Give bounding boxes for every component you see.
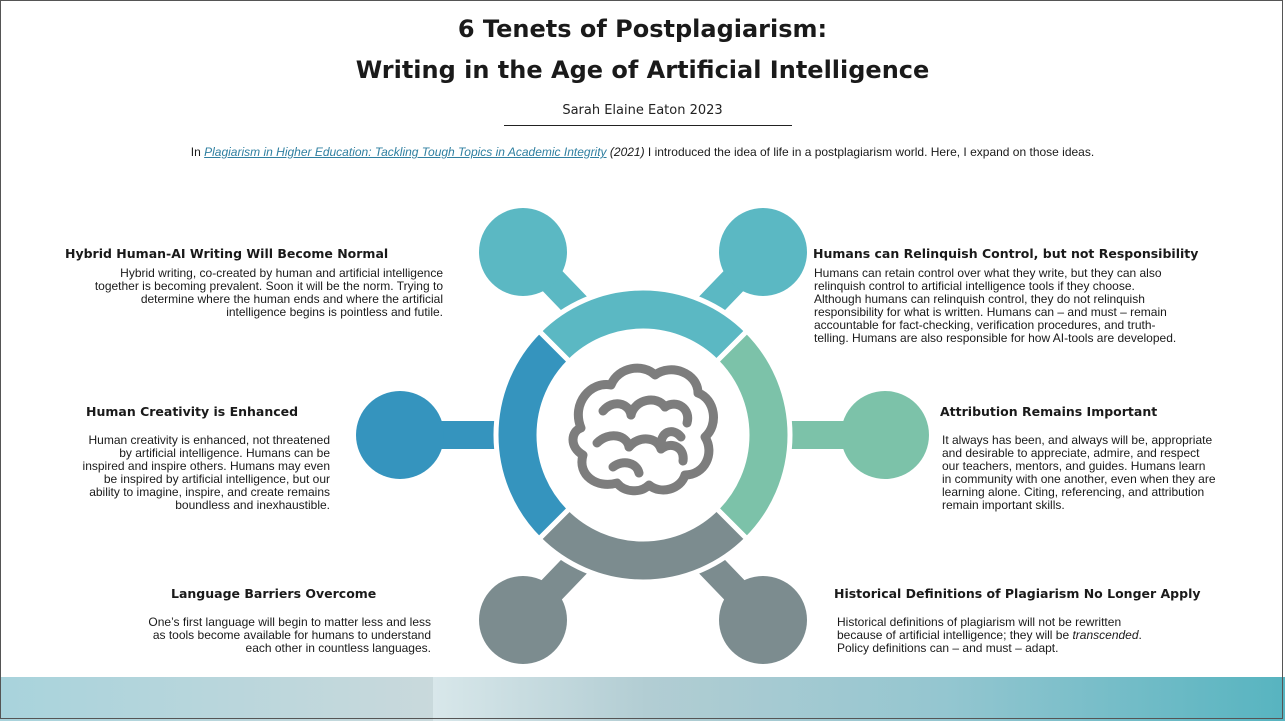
footer-band: [433, 677, 1285, 721]
text-line: and desirable to appreciate, admire, and…: [942, 446, 1200, 460]
text-line: Human creativity is enhanced, not threat…: [88, 433, 330, 447]
intro-prefix: In: [190, 145, 205, 159]
text-span: because of artificial intelligence; they…: [837, 628, 1073, 642]
text-line: accountable for fact-checking, verificat…: [814, 318, 1156, 332]
intro-suffix: I introduced the idea of life in a postp…: [644, 145, 1095, 159]
text-line: intelligence begins is pointless and fut…: [226, 305, 443, 319]
brain-icon: [568, 363, 718, 496]
page-title: 6 Tenets of Postplagiarism:: [457, 15, 828, 43]
node-bottom-left: [479, 576, 567, 664]
text-span: .: [1138, 628, 1142, 642]
tenet-creativity-heading: Human Creativity is Enhanced: [86, 404, 299, 419]
tenet-control-text: Humans can retain control over what they…: [814, 267, 1274, 345]
tenet-hybrid-text: Hybrid writing, co-created by human and …: [10, 267, 443, 319]
tenet-attribution-heading: Attribution Remains Important: [940, 404, 1158, 419]
node-top-right: [719, 208, 807, 296]
emphasis-text: transcended: [1072, 628, 1139, 642]
text-line: inspired and inspire others. Humans may …: [82, 459, 330, 473]
text-line: telling. Humans are also responsible for…: [814, 331, 1177, 345]
tenet-attribution-text: It always has been, and always will be, …: [942, 434, 1278, 512]
text-line: together is becoming prevalent. Soon it …: [94, 279, 443, 293]
text-line: boundless and inexhaustible.: [175, 498, 330, 512]
text-line: Although humans can relinquish control, …: [814, 292, 1145, 306]
text-line: as tools become available for humans to …: [152, 628, 431, 642]
tenet-language-heading: Language Barriers Overcome: [171, 586, 377, 601]
tenet-historical-heading: Historical Definitions of Plagiarism No …: [834, 586, 1201, 601]
text-line: Hybrid writing, co-created by human and …: [120, 266, 443, 280]
tenet-control-heading: Humans can Relinquish Control, but not R…: [813, 246, 1199, 261]
text-line: be inspired by artificial intelligence, …: [103, 472, 330, 486]
text-line: remain important skills.: [942, 498, 1065, 512]
node-top-left: [479, 208, 567, 296]
text-line: It always has been, and always will be, …: [942, 433, 1213, 447]
tenet-language-text: One’s first language will begin to matte…: [10, 616, 431, 655]
text-line: ability to imagine, inspire, and create …: [89, 485, 330, 499]
book-link[interactable]: Plagiarism in Higher Education: Tackling…: [204, 145, 607, 159]
tenet-creativity-text: Human creativity is enhanced, not threat…: [10, 434, 330, 512]
text-line: responsibility for what is written. Huma…: [814, 305, 1167, 319]
text-line: learning alone. Citing, referencing, and…: [942, 485, 1205, 499]
node-right: [841, 391, 929, 479]
tenet-historical-text: Historical definitions of plagiarism wil…: [837, 616, 1267, 655]
text-line: Humans can retain control over what they…: [814, 266, 1162, 280]
text-line: by artificial intelligence. Humans can b…: [119, 446, 330, 460]
page-subtitle: Writing in the Age of Artificial Intelli…: [355, 56, 930, 84]
node-bottom-right: [719, 576, 807, 664]
tenet-hybrid-heading: Hybrid Human-AI Writing Will Become Norm…: [65, 246, 389, 261]
text-line: One’s first language will begin to matte…: [148, 615, 431, 629]
text-line: because of artificial intelligence; they…: [837, 629, 1267, 642]
intro-text: In Plagiarism in Higher Education: Tackl…: [0, 145, 1285, 159]
text-line: our teachers, mentors, and guides. Human…: [942, 459, 1206, 473]
text-line: Historical definitions of plagiarism wil…: [837, 615, 1122, 629]
text-line: determine where the human ends and where…: [140, 292, 443, 306]
text-line: in community with one another, even when…: [942, 472, 1216, 486]
text-line: Policy definitions can – and must – adap…: [837, 641, 1059, 655]
text-line: each other in countless languages.: [245, 641, 431, 655]
text-line: relinquish control to artificial intelli…: [814, 279, 1135, 293]
author-divider: [504, 125, 792, 126]
intro-year: (2021): [606, 145, 645, 159]
node-left: [356, 391, 444, 479]
footer-band-left: [0, 677, 433, 721]
author-line: Sarah Elaine Eaton 2023: [562, 103, 723, 118]
